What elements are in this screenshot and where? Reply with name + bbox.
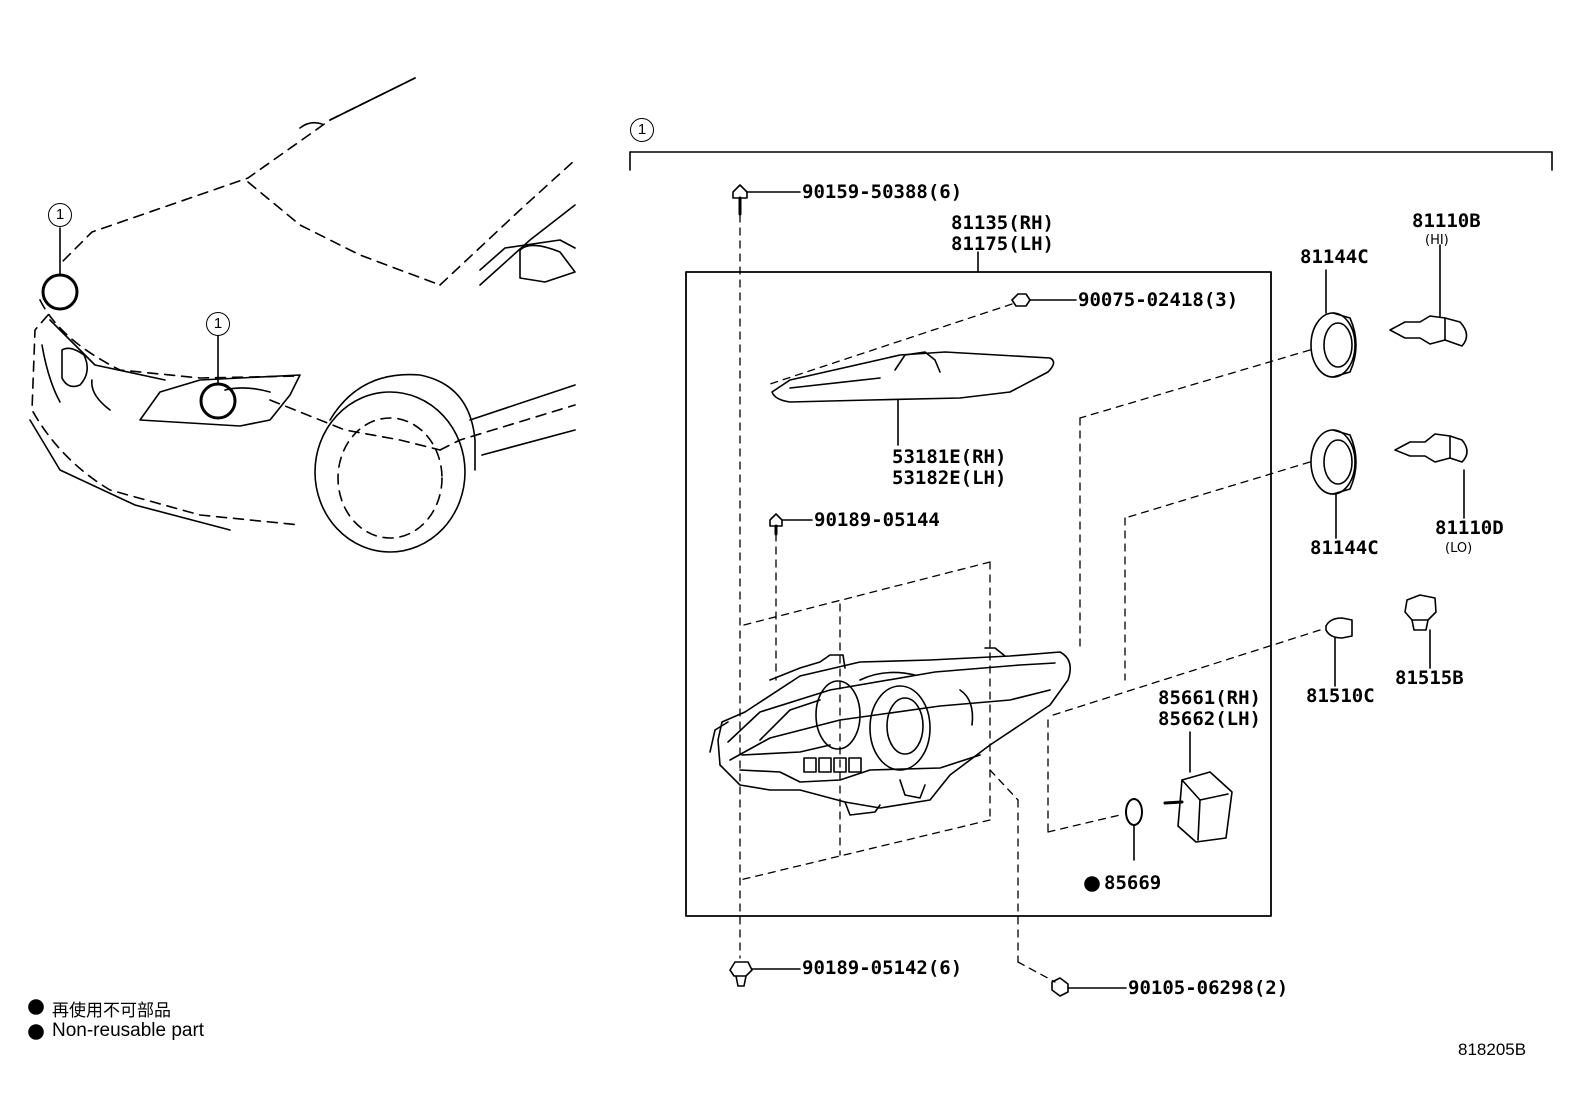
label-bulb-lo-note: (LO) [1445, 541, 1473, 556]
vehicle-outline [29, 77, 576, 553]
label-cover-rh: 53181E(RH) [892, 446, 1007, 468]
legend-dot-jp [28, 999, 44, 1015]
bolt-top-icon [732, 184, 801, 216]
vehicle-callouts [41, 227, 237, 420]
bulb-small-icon [1325, 617, 1353, 687]
dashed-leaders [739, 214, 1321, 983]
socket-small-icon [1404, 594, 1437, 669]
label-bulb-lo: 81110D [1435, 517, 1504, 539]
screw-small-icon [769, 513, 813, 536]
callout-1-left-lower: 1 [206, 312, 230, 336]
assembly-bracket [629, 151, 1553, 171]
legend-jp: 再使用不可部品 [52, 1001, 171, 1020]
bulb-hi-icon [1389, 244, 1468, 347]
label-bulb-hi-note: (HI) [1425, 233, 1449, 248]
label-bulb-hi: 81110B [1412, 210, 1481, 232]
label-socket-small: 81515B [1395, 667, 1464, 689]
label-bulb-small: 81510C [1306, 685, 1375, 707]
socket-lower-icon [1310, 429, 1357, 539]
clip-bottom-icon [729, 961, 801, 987]
bulb-lo-icon [1394, 433, 1468, 519]
legend-en: Non-reusable part [52, 1020, 205, 1041]
headlamp-unit-icon [709, 647, 1071, 816]
headlamp-assembly-box [685, 271, 1272, 917]
label-headlamp-rh: 81135(RH) [951, 212, 1054, 234]
callout-1-assembly: 1 [630, 118, 654, 142]
figure-code: 818205B [1458, 1040, 1527, 1059]
label-socket-lower: 81144C [1310, 537, 1379, 559]
label-o-ring: 85669 [1104, 872, 1162, 894]
headlamp-cover-strip-icon [771, 351, 1055, 446]
label-actuator-lh: 85662(LH) [1158, 708, 1261, 730]
label-screw-small: 90189-05144 [814, 509, 940, 531]
leveling-actuator-icon [1163, 731, 1233, 843]
screw-cover-icon [1011, 293, 1077, 307]
label-bolt-bottom: 90105-06298(2) [1128, 977, 1289, 999]
o-ring-icon [1125, 798, 1143, 861]
label-clip-bottom: 90189-05142(6) [802, 957, 963, 979]
label-bolt-top: 90159-50388(6) [802, 181, 963, 203]
non-reusable-dot-icon [1084, 876, 1100, 892]
label-actuator-rh: 85661(RH) [1158, 687, 1261, 709]
label-headlamp-lh: 81175(LH) [951, 233, 1054, 255]
callout-1-left-upper: 1 [48, 203, 72, 227]
legend-dot-en [28, 1024, 44, 1040]
label-screw-cover: 90075-02418(3) [1078, 289, 1239, 311]
bolt-bottom-icon [1051, 977, 1127, 997]
socket-upper-icon [1310, 269, 1357, 378]
label-socket-upper: 81144C [1300, 246, 1369, 268]
label-cover-lh: 53182E(LH) [892, 467, 1007, 489]
